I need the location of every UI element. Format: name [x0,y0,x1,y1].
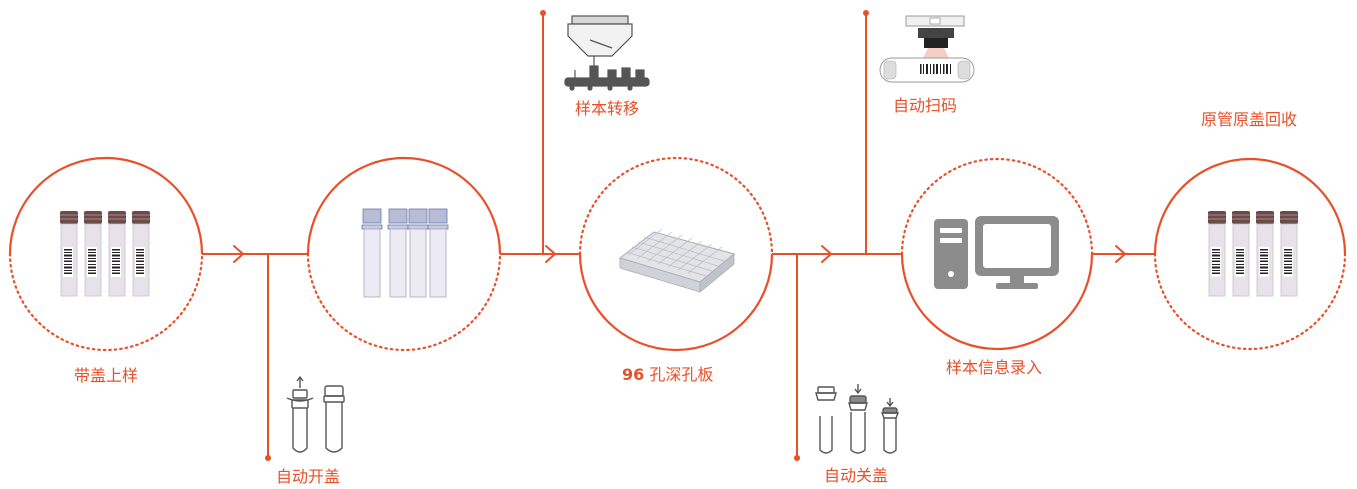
recovered-tubes-icon [1207,210,1299,297]
deep-well-plate-icon [618,228,736,293]
circle-info-entry [900,157,1094,351]
pipetting-robot-icon [564,15,650,91]
step-label-sample-transfer: 样本转移 [575,99,640,118]
step-label-auto-uncap: 自动开盖 [276,467,341,486]
branch-end-dots [265,10,869,461]
step-label-auto-recap: 自动关盖 [824,466,889,485]
computer-icon [934,216,1059,289]
barcode-scanner-icon [879,15,975,83]
flow-arrows [233,245,1127,263]
step-label-deep-well-plate: 96 孔深孔板 [622,365,713,385]
uncapped-tubes-icon [286,375,345,453]
circle-cap-recovery [1153,157,1347,351]
step-label-capped-loading: 带盖上样 [74,366,139,385]
circle-capped-loading [8,156,204,352]
step-label-info-entry: 样本信息录入 [946,358,1043,377]
well-count: 96 [622,365,645,384]
recapping-tubes-icon [815,384,900,454]
step-label-cap-recovery: 原管原盖回收 [1201,110,1298,129]
circle-deep-well-plate [578,156,774,352]
open-tubes-rack-icon [361,208,449,298]
circle-uncapped-tubes [306,156,502,352]
branch-lines [267,14,867,458]
plate-label-text: 孔深孔板 [644,365,714,384]
step-label-auto-scan: 自动扫码 [893,96,958,115]
capped-tubes-icon [59,210,151,297]
